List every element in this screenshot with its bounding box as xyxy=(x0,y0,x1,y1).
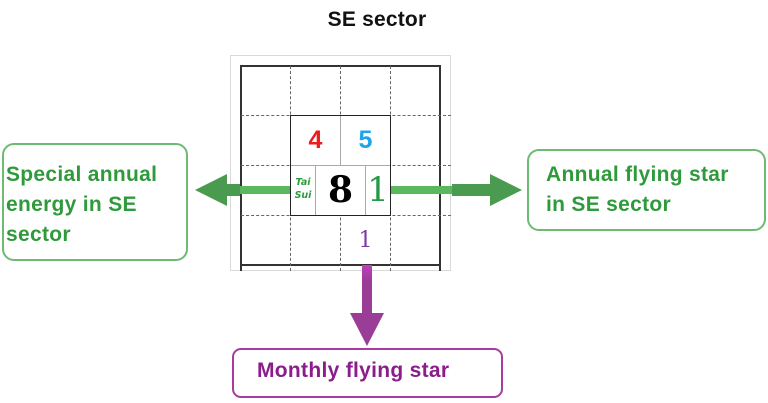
grid-border-left xyxy=(240,65,242,271)
grid-border-right xyxy=(439,65,441,271)
inner-divider xyxy=(291,165,390,166)
tai-text: Tai xyxy=(295,177,311,188)
sui-text: Sui xyxy=(294,190,312,201)
callout-right-line: Annual flying star xyxy=(546,163,729,186)
grid-border-top xyxy=(240,65,441,67)
callout-bottom-text: Monthly flying star xyxy=(257,359,450,382)
page-title: SE sector xyxy=(0,8,768,32)
inner-divider xyxy=(315,166,316,215)
star-4: 4 xyxy=(308,126,323,154)
arrow-left-shaft xyxy=(225,186,291,194)
arrow-left-tail xyxy=(226,184,240,196)
arrow-down-icon xyxy=(350,313,384,346)
inner-divider xyxy=(340,116,341,165)
callout-right-text: Annual flying star in SE sector xyxy=(546,160,729,220)
star-1-annual: 1 xyxy=(367,170,389,210)
callout-left-line: energy in SE xyxy=(6,193,137,216)
title-text: SE sector xyxy=(327,8,427,31)
arrow-left-icon xyxy=(195,174,227,206)
callout-monthly-flying-star xyxy=(232,348,503,398)
callout-left-line: sector xyxy=(6,223,71,246)
callout-annual-flying-star xyxy=(527,149,766,231)
tai-sui-label: Tai Sui xyxy=(291,176,315,202)
arrow-right-tail xyxy=(452,184,492,196)
callout-left-text: Special annual energy in SE sector xyxy=(6,160,157,250)
star-1-monthly: 1 xyxy=(358,228,373,253)
arrow-right-shaft xyxy=(390,186,452,194)
arrow-down-shaft xyxy=(362,265,372,315)
callout-special-annual-energy xyxy=(2,143,188,261)
star-5: 5 xyxy=(358,126,373,154)
callout-left-line: Special annual xyxy=(6,163,158,186)
callout-right-line: in SE sector xyxy=(546,193,671,216)
star-8: 8 xyxy=(327,169,354,211)
arrow-right-icon xyxy=(490,174,522,206)
inner-divider xyxy=(365,166,366,215)
